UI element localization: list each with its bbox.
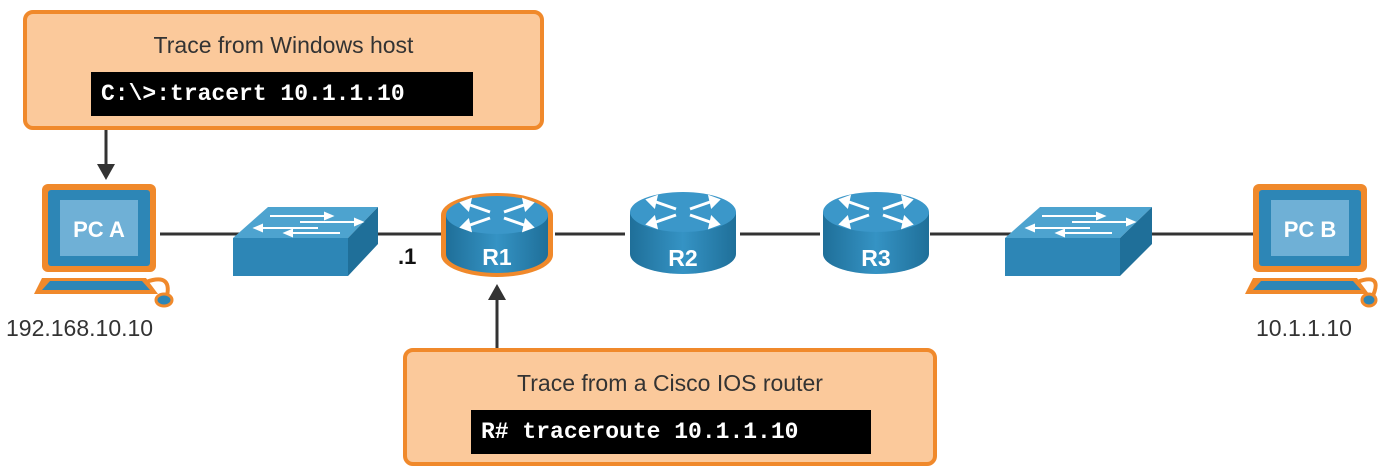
r1-interface-label: .1 xyxy=(398,244,417,269)
router-r3: R3 xyxy=(823,192,929,274)
switch-1 xyxy=(233,207,378,276)
router-r1-label: R1 xyxy=(482,244,512,270)
pc-b-address: 10.1.1.10 xyxy=(1256,315,1352,341)
cisco-traceroute-command: R# traceroute 10.1.1.10 xyxy=(471,410,871,454)
cisco-trace-title: Trace from a Cisco IOS router xyxy=(517,370,823,396)
router-r2-label: R2 xyxy=(668,245,697,271)
pc-b: PC B xyxy=(1245,184,1378,308)
pc-b-label: PC B xyxy=(1284,217,1337,242)
cisco-trace-callout: Trace from a Cisco IOS router R# tracero… xyxy=(403,348,937,466)
router-r2: R2 xyxy=(630,192,736,274)
pc-a-label: PC A xyxy=(73,217,125,242)
pc-a: PC A xyxy=(34,184,174,308)
pc-a-address: 192.168.10.10 xyxy=(6,315,154,341)
router-r1: R1 xyxy=(441,193,553,277)
arrow-to-r1 xyxy=(488,284,506,350)
arrow-to-pc-a xyxy=(97,130,115,180)
windows-trace-title: Trace from Windows host xyxy=(153,32,414,58)
windows-tracert-command: C:\>:tracert 10.1.1.10 xyxy=(91,72,473,116)
switch-2 xyxy=(1005,207,1152,276)
router-r3-label: R3 xyxy=(861,245,890,271)
windows-trace-callout: Trace from Windows host C:\>:tracert 10.… xyxy=(23,10,544,130)
